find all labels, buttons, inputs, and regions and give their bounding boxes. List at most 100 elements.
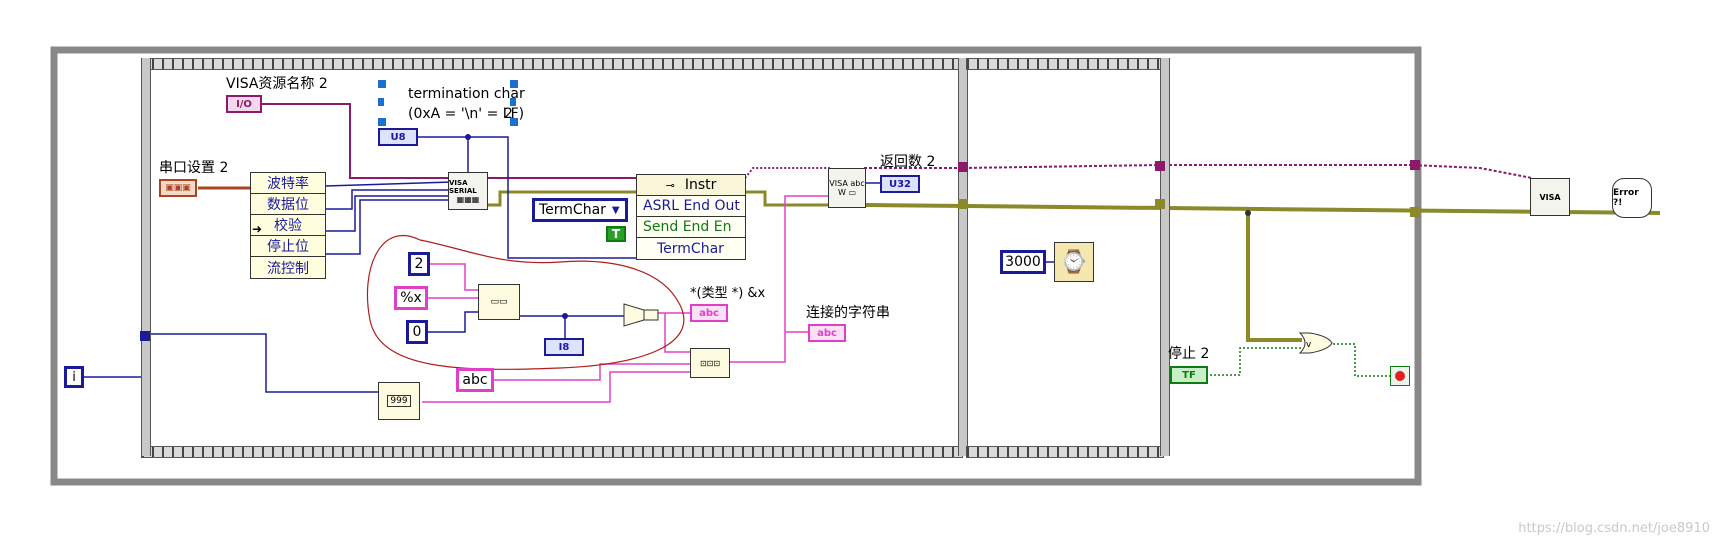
concat-string-label: 连接的字符串 — [806, 305, 890, 321]
unbundle-item-3: 停止位 — [251, 236, 325, 257]
connector-icon: W ▭ — [837, 188, 856, 197]
wait-ms-text: 3000 — [1005, 254, 1041, 270]
format-zero-constant[interactable]: 0 — [406, 320, 428, 344]
property-node[interactable]: ⊸ Instr ASRL End Out Send End En TermCha… — [636, 174, 746, 260]
tunnel-iteration — [140, 331, 150, 341]
stop-label: 停止 2 — [1168, 346, 1210, 362]
sequence-divider-1 — [958, 58, 968, 456]
return-count-label: 返回数 2 — [880, 154, 936, 170]
termchar-ring[interactable]: TermChar ▼ — [532, 198, 628, 222]
visa-close-text: VISA — [1539, 192, 1561, 202]
visa-read-text: VISA abc — [829, 179, 865, 188]
selection-handle — [510, 80, 518, 88]
tunnel-error-2 — [1155, 199, 1165, 209]
wait-ms-icon[interactable]: ⌚ — [1054, 242, 1094, 282]
dropdown-icon: ▼ — [611, 204, 620, 216]
sequence-frame1-left — [141, 58, 151, 456]
unbundle-item-4: 流控制 — [267, 260, 309, 277]
annotation-circle — [366, 234, 685, 370]
unbundle-by-name[interactable]: 波特率 数据位 校验 停止位 流控制 — [250, 172, 326, 279]
sequence-frame1-bottom — [141, 446, 963, 458]
sequence-frame2-top — [966, 58, 1164, 70]
iteration-text: i — [72, 369, 76, 385]
wait-ms-constant[interactable]: 3000 — [1000, 250, 1046, 274]
i8-terminal-text: I8 — [558, 341, 570, 353]
connector-icon: ▦▦▦ — [456, 194, 480, 204]
sequence-frame2-bottom — [966, 446, 1164, 458]
tunnel-error-3 — [1410, 207, 1420, 217]
svg-text:v: v — [1306, 340, 1312, 350]
u32-terminal-text: U32 — [888, 178, 912, 190]
abc2-terminal-text: abc — [817, 327, 837, 339]
visa-resource-label: VISA资源名称 2 — [226, 76, 328, 92]
error-wire-b — [745, 190, 830, 207]
serial-settings-control[interactable]: ▣▣▣ — [159, 179, 197, 197]
true-constant[interactable]: T — [606, 226, 626, 242]
selection-handle — [510, 118, 518, 126]
abc-terminal-text: abc — [699, 307, 719, 319]
u8-terminal-text: U8 — [390, 131, 406, 143]
property-item-2: TermChar — [657, 240, 724, 257]
format-zero-text: 0 — [412, 324, 422, 340]
format-spec-constant[interactable]: %x — [394, 286, 428, 310]
type-ptr-label: *(类型 *) &x — [690, 286, 766, 301]
selection-handle — [378, 80, 386, 88]
concat-glyph-icon: ⊡⊡⊡ — [699, 358, 721, 368]
error-wire-c — [863, 203, 1661, 215]
concatenate-strings-icon[interactable]: ⊡⊡⊡ — [690, 348, 730, 378]
tunnel-visa-1 — [958, 162, 968, 172]
selection-handle — [510, 98, 516, 106]
termination-char-label-num: 2 — [504, 106, 513, 122]
termination-char-label-2: (0xA = '\n' = LF) — [408, 106, 525, 122]
abc-string-constant[interactable]: abc — [456, 368, 494, 392]
abc-string-text: abc — [462, 372, 488, 388]
concat-string-indicator: abc — [808, 324, 846, 342]
return-count-indicator: U32 — [880, 175, 920, 193]
iteration-wire — [83, 333, 378, 393]
property-node-header: ⊸ Instr — [637, 175, 745, 196]
ring-value: TermChar — [539, 202, 606, 218]
stop-boolean-control[interactable]: TF — [1170, 366, 1208, 384]
number-to-string-text: 999 — [387, 395, 411, 407]
format-width-constant[interactable]: 2 — [408, 252, 430, 276]
visa-resource-control[interactable]: I/O — [226, 95, 262, 113]
error-handler-icon[interactable]: Error ?! — [1612, 178, 1652, 218]
u8-termchar-control[interactable]: U8 — [378, 128, 418, 146]
unbundle-item-2: 校验 — [251, 215, 325, 236]
while-loop-frame — [50, 46, 1422, 486]
tunnel-visa-3 — [1410, 160, 1420, 170]
unbundle-item-0: 波特率 — [251, 173, 325, 194]
format-into-string-icon[interactable]: ▭▭ — [478, 284, 520, 320]
visa-close-icon[interactable]: VISA — [1530, 178, 1570, 216]
watermark: https://blog.csdn.net/joe8910 — [1518, 521, 1710, 536]
visa-terminal-text: I/O — [236, 98, 252, 110]
type-cast-icon[interactable] — [622, 300, 662, 330]
visa-serial-text: VISA SERIAL — [449, 178, 477, 195]
loop-condition-terminal — [1390, 366, 1410, 386]
stop-sign-icon — [1395, 371, 1405, 381]
visa-wire-d — [864, 164, 1533, 179]
tunnel-error-1 — [958, 199, 968, 209]
true-text: T — [611, 227, 621, 241]
serial-settings-label: 串口设置 2 — [159, 160, 229, 176]
property-item-1: Send End En — [637, 217, 745, 238]
format-spec-text: %x — [400, 290, 422, 306]
type-cast-string-indicator: abc — [690, 304, 728, 322]
format-width-text: 2 — [414, 256, 424, 272]
cluster-icon: ▣▣▣ — [165, 183, 191, 193]
tunnel-visa-2 — [1155, 161, 1165, 171]
visa-read-icon[interactable]: VISA abc W ▭ — [828, 168, 866, 208]
or-gate — [1298, 332, 1333, 354]
visa-wire-c — [744, 167, 830, 179]
sequence-frame1-top — [141, 58, 963, 70]
number-to-string-icon[interactable]: 999 — [378, 382, 420, 420]
i8-indicator: I8 — [544, 338, 584, 356]
unbundle-item-1: 数据位 — [251, 194, 325, 215]
property-class: Instr — [684, 177, 717, 193]
visa-configure-serial-icon[interactable]: VISA SERIAL ▦▦▦ — [448, 172, 488, 210]
selection-handle — [378, 118, 386, 126]
error-wire-a — [487, 190, 640, 207]
format-glyph-icon: ▭▭ — [490, 297, 508, 307]
sequence-divider-2 — [1160, 58, 1170, 456]
